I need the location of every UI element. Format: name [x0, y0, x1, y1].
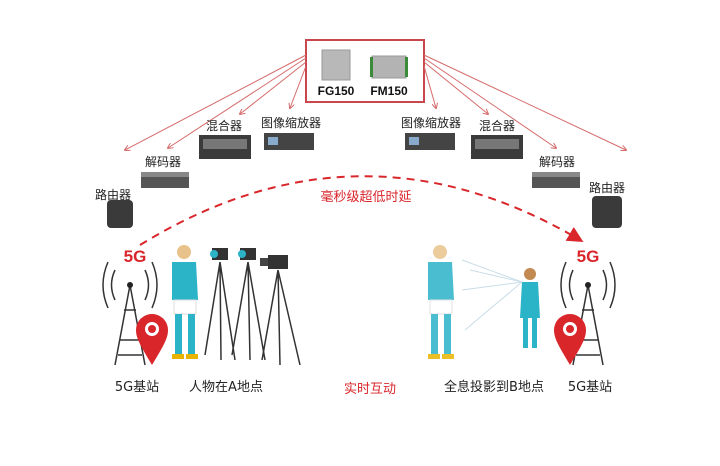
camera-tripods: [204, 261, 301, 366]
fm150-chip: [371, 55, 407, 79]
camera-3: [268, 255, 288, 269]
latency-arc: [139, 175, 584, 246]
label-station-a: 5G基站: [114, 380, 160, 395]
router-right: [592, 196, 622, 228]
module-label-fm150: FM150: [370, 84, 408, 98]
label-person-a: 人物在A地点: [189, 380, 263, 395]
distribution-arrows: [125, 54, 626, 150]
location-pin-left: [136, 314, 168, 365]
label-hologram-b: 全息投影到B地点: [444, 380, 544, 395]
latency-label: 毫秒级超低时延: [320, 190, 412, 205]
label-decoder-left: 解码器: [144, 155, 182, 169]
5g-badge-left: 5G: [123, 247, 147, 266]
label-interaction: 实时互动: [343, 382, 397, 397]
router-left: [107, 200, 133, 228]
label-decoder-right: 解码器: [538, 155, 576, 169]
hologram-player: [428, 245, 454, 359]
label-router-left: 路由器: [94, 188, 132, 202]
player-a: [172, 245, 198, 359]
fg150-chip: [321, 49, 351, 81]
5g-badge-right: 5G: [576, 247, 600, 266]
module-label-fg150: FG150: [317, 84, 355, 98]
label-router-right: 路由器: [588, 181, 626, 195]
label-mixer-right: 混合器: [478, 119, 516, 133]
projection-beams: [461, 259, 523, 331]
label-station-b: 5G基站: [567, 380, 613, 395]
location-pin-right: [554, 314, 586, 365]
label-scaler-left: 图像缩放器: [260, 116, 322, 130]
label-mixer-left: 混合器: [205, 119, 243, 133]
label-scaler-right: 图像缩放器: [400, 116, 462, 130]
viewer-girl: [520, 268, 540, 348]
